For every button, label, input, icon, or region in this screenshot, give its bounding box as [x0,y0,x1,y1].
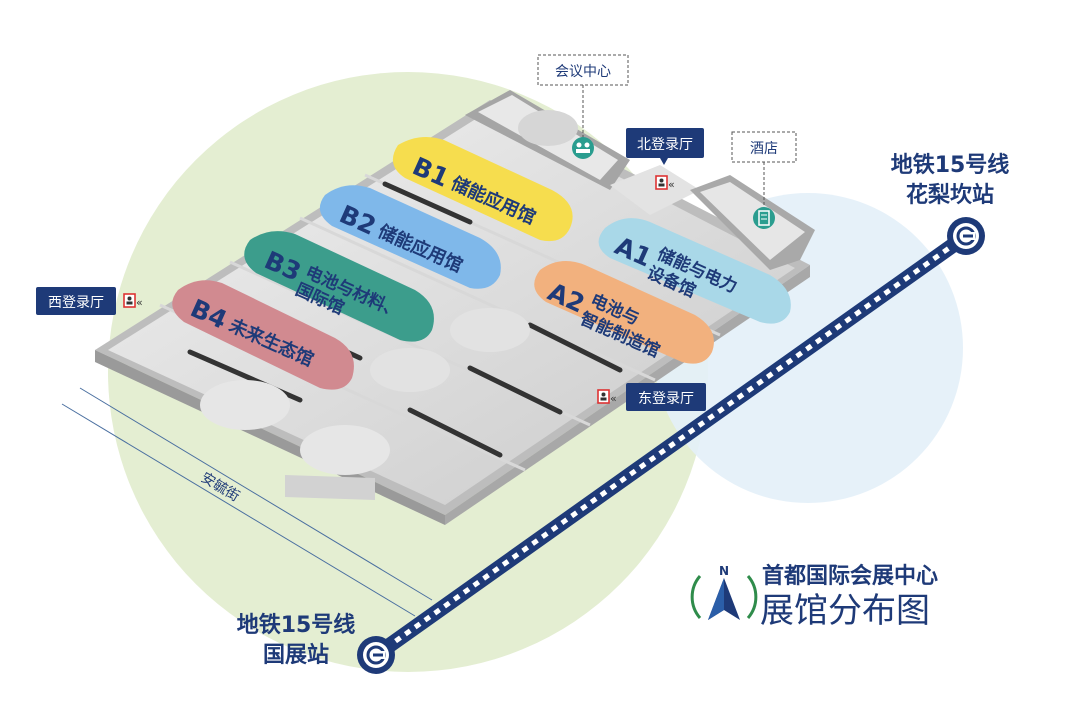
page-subtitle: 展馆分布图 [760,591,930,631]
conference-label: 会议中心 [555,64,611,80]
compass-icon: N [690,564,758,620]
metro-station-top-icon [947,217,985,255]
east-entrance-label: 东登录厅 [638,391,694,407]
metro-line [368,228,974,663]
station-bottom-name: 国展站 [263,643,329,668]
hall-b3 [244,231,434,342]
hall-a2 [534,261,714,364]
hall-a1 [598,218,791,324]
hotel-label: 酒店 [750,141,778,157]
north-entrance-label: 北登录厅 [637,137,693,153]
hotel-building [690,175,815,270]
west-entrance: 西登录厅 « [36,287,143,315]
svg-text:«: « [136,296,143,309]
hall-b2 [319,185,501,289]
north-entrance-icon: « [655,175,675,191]
station-top-name: 花梨坎站 [906,182,994,208]
conference-callout: 会议中心 [537,54,629,159]
page-title: 首都国际会展中心 [762,563,938,589]
east-entrance-icon: « [597,389,617,405]
east-entrance: 东登录厅 « [597,383,706,411]
conference-icon [572,137,594,159]
metro-station-bottom-icon [357,636,395,674]
station-top-line: 地铁15号线 [891,152,1010,178]
compass-letter: N [719,564,729,578]
west-entrance-label: 西登录厅 [48,295,104,311]
north-connector [610,165,700,215]
hall-b1 [392,136,573,242]
svg-text:«: « [610,392,617,405]
north-entrance: 北登录厅 « [626,128,704,191]
street-line-2 [61,403,416,617]
svg-text:«: « [668,178,675,191]
street-line-1 [79,387,433,601]
hotel-callout: 酒店 [731,131,797,229]
west-entrance-icon: « [123,293,143,309]
station-bottom-line: 地铁15号线 [237,612,356,638]
hall-b4 [172,280,354,390]
